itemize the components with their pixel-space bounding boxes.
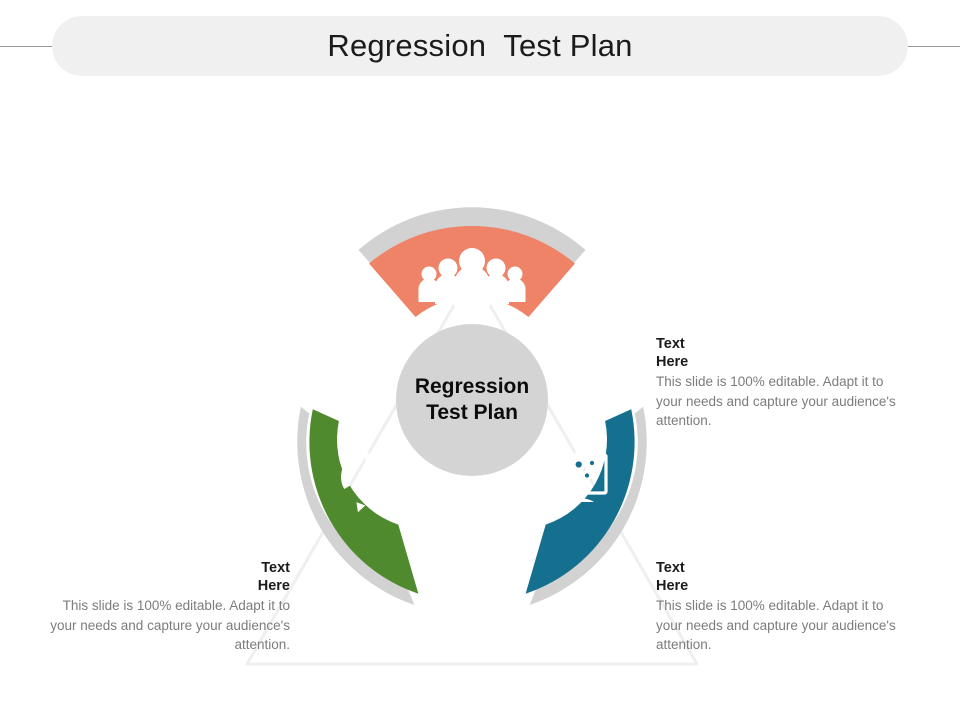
title-pill: Regression Test Plan [52, 16, 908, 76]
cycle-arrows-icon [338, 453, 399, 513]
page-title: Regression Test Plan [327, 28, 633, 63]
background-triangle-outline [245, 272, 699, 666]
center-circle [396, 324, 548, 476]
slide-header: Regression Test Plan [0, 0, 960, 92]
text-block-body: This slide is 100% editable. Adapt it to… [656, 598, 896, 652]
center-hub[interactable]: Regression Test Plan [396, 324, 548, 476]
text-block-body: This slide is 100% editable. Adapt it to… [50, 598, 290, 652]
text-block-bottom-right-segment: Text Here This slide is 100% editable. A… [656, 560, 898, 654]
center-label-line-2: Test Plan [426, 401, 518, 424]
segment-bottom-left[interactable] [297, 406, 419, 605]
segment-top[interactable] [358, 207, 586, 317]
center-label-line-1: Regression [415, 375, 529, 398]
header-rule-right [898, 46, 960, 47]
text-block-heading: Text Here [257, 560, 290, 594]
segment-bottom-left-shape [309, 409, 419, 594]
text-block-bottom-left-segment: Text Here This slide is 100% editable. A… [48, 560, 290, 654]
segment-bottom-right[interactable] [525, 406, 647, 605]
three-segment-cycle-diagram: Regression Test Plan Text Here This slid… [0, 92, 960, 720]
text-block-heading: Text Here [656, 336, 689, 370]
diagram-canvas: Regression Test Plan [245, 207, 699, 666]
people-group-icon [418, 248, 526, 306]
header-rule-left [0, 46, 62, 47]
monitor-gears-icon [548, 451, 608, 502]
text-block-body: This slide is 100% editable. Adapt it to… [656, 374, 896, 428]
text-block-top-segment: Text Here This slide is 100% editable. A… [656, 336, 898, 430]
segment-top-shadow [358, 207, 586, 272]
text-block-heading: Text Here [656, 560, 689, 594]
